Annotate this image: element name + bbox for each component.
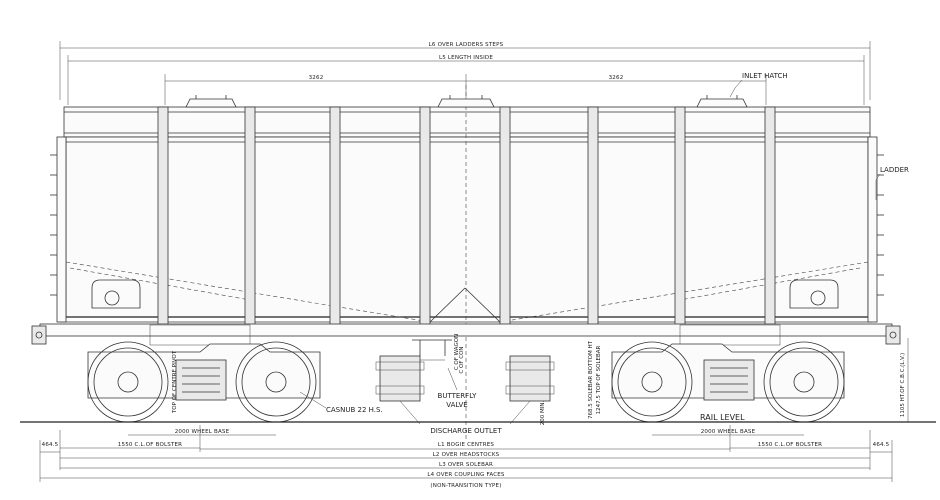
discharge-outlets — [375, 339, 555, 402]
ladder-leader — [875, 173, 881, 200]
centre-line-label: C OF CON — [459, 346, 465, 373]
dim-l5: L5 LENGTH INSIDE — [439, 55, 493, 61]
dim-top-of-centre: TOP OF CENTRE PIVOT — [172, 350, 178, 414]
discharge-line-right — [509, 400, 531, 425]
label-casnub: CASNUB 22 H.S. — [326, 406, 383, 414]
dim-wheel-base-left: 2000 WHEEL BASE — [175, 429, 230, 435]
butterfly-leader — [447, 367, 458, 391]
dim-l1: L1 BOGIE CENTRES — [438, 442, 495, 448]
dim-coupler-height: 1105 HT.OF C.B.C.(L.V.) — [900, 353, 906, 417]
ladder-left — [50, 154, 57, 296]
dim-bolster-left: 1550 C.L.OF BOLSTER — [118, 442, 182, 448]
inlet-hatch-leader — [729, 79, 743, 98]
dim-span-left: 3262 — [309, 75, 324, 81]
dim-l6: L6 OVER LADDERS STEPS — [429, 42, 504, 48]
hopper-body — [56, 106, 878, 323]
label-butterfly: BUTTERFLY — [438, 392, 478, 400]
bogie-left — [87, 341, 321, 423]
side-stanchions — [157, 106, 776, 326]
dim-top-of-solebar: 1247.5 TOP OF SOLEBAR — [596, 345, 602, 414]
dim-overhang-right: 464.5 — [873, 442, 890, 448]
label-inlet-hatch: INLET HATCH — [742, 72, 788, 80]
casnub-leader — [299, 391, 327, 409]
bottom-dimension-lines — [39, 425, 893, 482]
label-ladder: LADDER — [880, 166, 909, 174]
dim-wheel-base-right: 2000 WHEEL BASE — [701, 429, 756, 435]
dim-l4-note: (NON-TRANSITION TYPE) — [430, 483, 501, 489]
label-butterfly-sub: C OF WAGON — [454, 334, 460, 370]
inlet-hatches — [185, 95, 748, 108]
underframe — [31, 323, 901, 346]
top-dimension-lines — [59, 41, 871, 105]
dim-l3: L3 OVER SOLEBAR — [439, 462, 493, 468]
discharge-line-left — [399, 400, 421, 425]
label-rail-level: RAIL LEVEL — [700, 413, 745, 422]
bogie-right — [611, 341, 845, 423]
dim-bolster-right: 1550 C.L.OF BOLSTER — [758, 442, 822, 448]
dim-discharge-height: 200 MIN. — [540, 401, 546, 426]
label-valve: VALVE — [446, 401, 467, 409]
end-plates — [91, 279, 839, 309]
dim-overhang-left: 464.5 — [42, 442, 59, 448]
label-discharge-outlet: DISCHARGE OUTLET — [430, 427, 502, 435]
dim-l2: L2 OVER HEADSTOCKS — [433, 452, 500, 458]
dim-solebar-bottom: 768.5 SOLEBAR BOTTOM HT — [588, 340, 594, 419]
ladder-right — [877, 154, 884, 296]
dim-span-right: 3262 — [609, 75, 624, 81]
dim-l4: L4 OVER COUPLING FACES — [427, 472, 505, 478]
